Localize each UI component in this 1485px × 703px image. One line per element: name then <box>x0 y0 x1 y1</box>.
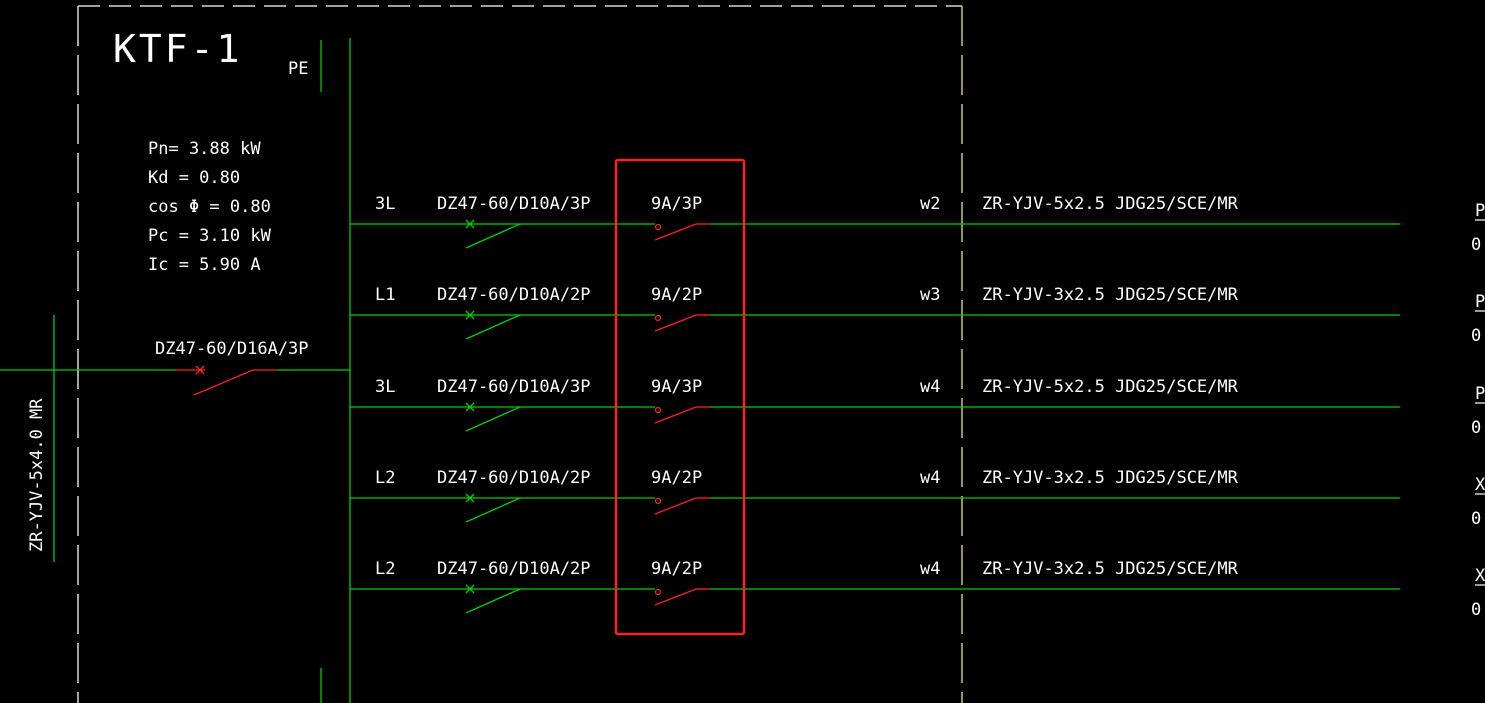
cable-label: ZR-YJV-3x2.5 JDG25/SCE/MR <box>982 559 1239 579</box>
branch-row: 3L DZ47-60/D10A/3P 9A/3P w4 ZR-YJV-5x2.5 JDG… <box>350 377 1485 438</box>
breaker-blade <box>465 588 521 614</box>
load-value-label: 0. <box>1471 418 1485 438</box>
param-pn: Pn= 3.88 kW <box>148 139 261 159</box>
breaker-cross-icon <box>465 584 475 594</box>
incoming-feeder: ZR-YJV-5x4.0 MR DZ47-60/D16A/3P <box>0 315 350 562</box>
switch-contact-icon <box>654 588 662 596</box>
cable-label: ZR-YJV-5x2.5 JDG25/SCE/MR <box>982 194 1239 214</box>
breaker-label: DZ47-60/D10A/3P <box>437 194 591 214</box>
switch-blade <box>654 588 697 606</box>
phase-label: L2 <box>375 559 395 579</box>
switch-blade <box>654 223 697 241</box>
param-kd: Kd = 0.80 <box>148 168 240 188</box>
breaker-blade <box>465 497 521 523</box>
phase-label: L2 <box>375 468 395 488</box>
cable-label: ZR-YJV-3x2.5 JDG25/SCE/MR <box>982 285 1239 305</box>
circuit-label: w2 <box>920 194 940 214</box>
branch-row: L2 DZ47-60/D10A/2P 9A/2P w4 ZR-YJV-3x2.5 JDG… <box>350 559 1485 620</box>
load-name-label: X <box>1475 475 1485 495</box>
load-value-label: 0. <box>1471 509 1485 529</box>
rating-label: 9A/3P <box>651 377 702 397</box>
incoming-cable-label: ZR-YJV-5x4.0 MR <box>27 398 47 552</box>
load-value-label: 0 <box>1471 235 1481 255</box>
incoming-breaker-blade <box>193 369 254 396</box>
highlight-box[interactable] <box>614 158 746 636</box>
phase-label: L1 <box>375 285 395 305</box>
switch-contact-icon <box>654 223 662 231</box>
switch-blade <box>654 497 697 515</box>
phase-label: 3L <box>375 377 395 397</box>
breaker-cross-icon <box>465 310 475 320</box>
switch-contact-icon <box>654 497 662 505</box>
panel-title: KTF-1 <box>113 27 242 71</box>
phase-label: 3L <box>375 194 395 214</box>
rating-label: 9A/2P <box>651 285 702 305</box>
load-name-label: P <box>1475 292 1485 312</box>
param-pc: Pc = 3.10 kW <box>148 226 272 246</box>
circuit-label: w3 <box>920 285 940 305</box>
switch-blade <box>654 406 697 424</box>
rating-label: 9A/3P <box>651 194 702 214</box>
breaker-cross-icon <box>465 493 475 503</box>
pe-label: PE <box>288 59 308 79</box>
rating-label: 9A/2P <box>651 468 702 488</box>
incoming-breaker-label: DZ47-60/D16A/3P <box>155 339 309 359</box>
breaker-blade <box>465 406 521 432</box>
breaker-blade <box>465 314 521 340</box>
breaker-label: DZ47-60/D10A/2P <box>437 468 591 488</box>
circuit-label: w4 <box>920 468 940 488</box>
breaker-label: DZ47-60/D10A/2P <box>437 559 591 579</box>
param-cos: cos Φ = 0.80 <box>148 197 271 217</box>
circuit-label: w4 <box>920 377 940 397</box>
incoming-breaker-cross <box>195 365 205 375</box>
load-name-label: P <box>1475 201 1485 221</box>
breaker-cross-icon <box>465 219 475 229</box>
load-parameters: Pn= 3.88 kW Kd = 0.80 cos Φ = 0.80 Pc = … <box>148 139 272 275</box>
param-ic: Ic = 5.90 A <box>148 255 261 275</box>
load-value-label: 0. <box>1471 326 1485 346</box>
rating-label: 9A/2P <box>651 559 702 579</box>
switch-contact-icon <box>654 314 662 322</box>
breaker-label: DZ47-60/D10A/2P <box>437 285 591 305</box>
breaker-cross-icon <box>465 402 475 412</box>
cable-label: ZR-YJV-3x2.5 JDG25/SCE/MR <box>982 468 1239 488</box>
cable-label: ZR-YJV-5x2.5 JDG25/SCE/MR <box>982 377 1239 397</box>
branch-row: L2 DZ47-60/D10A/2P 9A/2P w4 ZR-YJV-3x2.5 JDG… <box>350 468 1485 529</box>
breaker-blade <box>465 223 521 249</box>
switch-contact-icon <box>654 406 662 414</box>
load-name-label: X <box>1475 566 1485 586</box>
load-value-label: 0. <box>1471 600 1485 620</box>
branch-row: L1 DZ47-60/D10A/2P 9A/2P w3 ZR-YJV-3x2.5 JDG… <box>350 285 1485 346</box>
switch-blade <box>654 314 697 332</box>
panel-boundary <box>77 5 962 703</box>
load-name-label: P <box>1475 384 1485 404</box>
breaker-label: DZ47-60/D10A/3P <box>437 377 591 397</box>
branch-row: 3L DZ47-60/D10A/3P 9A/3P w2 ZR-YJV-5x2.5 JDG… <box>350 194 1485 255</box>
circuit-label: w4 <box>920 559 940 579</box>
